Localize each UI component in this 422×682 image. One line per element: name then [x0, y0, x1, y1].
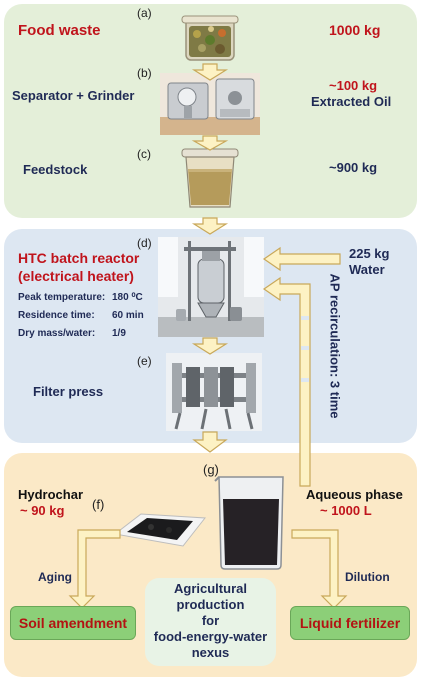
down-arrow	[191, 217, 229, 235]
peak-temperature-value: 180 ⁰C	[112, 292, 143, 303]
nexus-box: Agricultural production for food-energy-…	[145, 578, 276, 666]
dry-mass-value: 1/9	[112, 328, 126, 339]
residence-time-label: Residence time:	[18, 310, 95, 321]
soil-amendment-box: Soil amendment	[10, 606, 136, 640]
filter-press-label: Filter press	[33, 384, 104, 399]
peak-temperature-label: Peak temperature:	[18, 292, 106, 303]
extracted-oil-label: Extracted Oil	[311, 94, 392, 109]
food-waste-title: Food waste	[18, 22, 101, 39]
nexus-line-5: nexus	[191, 645, 230, 660]
nexus-line-3: for	[201, 613, 220, 628]
nexus-line-1: Agricultural	[174, 581, 247, 596]
hydrochar-tray-image	[113, 513, 206, 547]
feedstock-bucket-image	[181, 148, 239, 208]
hydrochar-label: Hydrochar	[18, 487, 84, 502]
food-waste-amount: 1000 kg	[329, 22, 381, 38]
aging-arrow	[68, 529, 121, 609]
label-c: (c)	[137, 147, 151, 161]
nexus-line-2: production	[176, 597, 245, 612]
reactor-subtitle: (electrical heater)	[18, 268, 134, 284]
aging-label: Aging	[38, 570, 72, 584]
aqueous-phase-beaker-image	[214, 476, 284, 570]
label-b: (b)	[137, 66, 152, 80]
nexus-line-4: food-energy-water	[153, 629, 268, 644]
filter-press-image	[166, 353, 262, 431]
htc-reactor-image	[158, 237, 264, 337]
label-d: (d)	[137, 236, 152, 250]
dilution-arrow	[291, 529, 348, 609]
feedstock-amount: ~900 kg	[329, 160, 378, 175]
water-inlet-arrow	[262, 246, 341, 272]
oil-amount: ~100 kg	[329, 78, 378, 93]
label-e: (e)	[137, 354, 152, 368]
recirculation-label: AP recirculation: 3 time	[327, 273, 343, 419]
separator-grinder-image	[160, 73, 260, 135]
feedstock-label: Feedstock	[23, 162, 88, 177]
recirculation-arrow	[262, 276, 311, 487]
down-arrow	[192, 431, 228, 453]
water-amount: 225 kg	[349, 246, 390, 261]
dry-mass-label: Dry mass/water:	[18, 328, 96, 339]
label-g: (g)	[203, 462, 219, 477]
separator-grinder-label: Separator + Grinder	[12, 88, 135, 103]
aqueous-phase-amount: ~ 1000 L	[320, 503, 372, 518]
down-arrow	[191, 135, 229, 151]
label-a: (a)	[137, 6, 152, 20]
liquid-fertilizer-box: Liquid fertilizer	[290, 606, 410, 640]
aqueous-phase-label: Aqueous phase	[306, 487, 403, 502]
label-f: (f)	[92, 497, 105, 512]
reactor-title: HTC batch reactor	[18, 250, 140, 266]
residence-time-value: 60 min	[112, 310, 144, 321]
dilution-label: Dilution	[345, 570, 390, 584]
down-arrow	[191, 337, 229, 355]
hydrochar-amount: ~ 90 kg	[20, 503, 65, 518]
down-arrow	[191, 63, 229, 81]
water-label: Water	[349, 262, 385, 277]
food-waste-bucket-image	[181, 15, 239, 61]
